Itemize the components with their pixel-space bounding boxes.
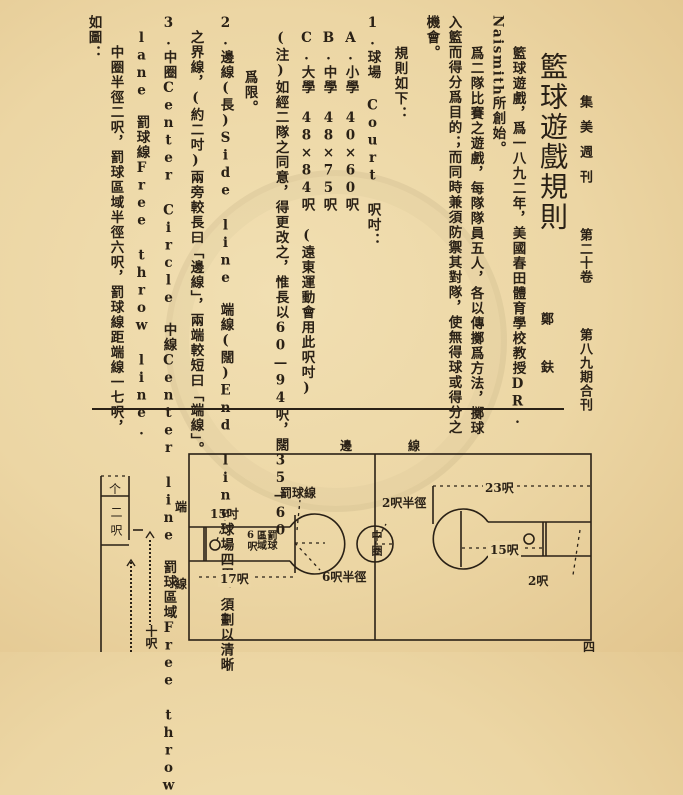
basket-size-label: 15吋 [210, 507, 239, 521]
center-circle-label: 中圈 [370, 530, 383, 560]
distance-15ft-label: 15呎 [488, 541, 521, 558]
rule-3-line-2: lane 罰球線Free throw line. [133, 30, 150, 440]
paragraph-1-line-3: 機會。 [423, 15, 440, 60]
article-title: 籃球遊戲規則 [536, 52, 569, 232]
rule-3-line-3: 中圈半徑二呎，罰球區域半徑六呎，罰球線距端線一七呎， [107, 45, 124, 435]
rule-1-note-line-2: 爲限。 [241, 70, 258, 115]
rule-1-title: 1.球場 Court 呎吋： [364, 15, 381, 248]
section-divider [92, 408, 564, 410]
intro-line-1: 籃球遊戲，爲一八九二年，美國春田體育學校教授DR. [509, 46, 526, 429]
scale-two-feet-label: 二呎 [109, 506, 123, 542]
side-line-label-char-2: 線 [408, 439, 421, 453]
side-line-label-char-1: 邊 [340, 439, 353, 453]
scale-top-marker: 个 [109, 482, 122, 496]
distance-23ft-label: 23呎 [483, 479, 516, 496]
paragraph-1-line-2: 入籃而得分爲目的；而同時兼須防禦其對隊，使無得球或得分之 [445, 15, 462, 435]
rule-1-a: A.小學 40×60呎 [342, 30, 359, 213]
end-line-label-char-2: 線 [175, 577, 188, 591]
distance-17ft-label: 17呎 [218, 570, 251, 587]
rule-1-note-line-1: (注)如經二隊之同意，得更改之，惟長以60—94呎，闊35—60 [272, 30, 289, 540]
intro-line-2: Naismith所創始。 [489, 15, 506, 157]
lane-label: 罰球區域 [254, 530, 277, 550]
library-watermark-stamp [165, 170, 507, 512]
rules-heading: 規則如下： [391, 46, 408, 121]
center-radius-2ft-label: 2呎半徑 [382, 496, 427, 510]
rule-2-line-1: 2.邊線(長)Side line 端線(闊)End line球場四周，須劃以清晰 [217, 15, 234, 673]
distance-2ft-label: 2呎 [528, 574, 549, 588]
article-author: 鄭 鈇 [538, 312, 553, 383]
scale-ten-feet-label: 十呎 [144, 625, 158, 649]
journal-name: 集美週刊 [577, 95, 592, 195]
rule-2-line-2: 之界線，(約二吋)兩旁較長曰「邊線」，兩端較短曰「端線」。 [187, 30, 204, 457]
end-line-label-char-1: 端 [175, 500, 188, 514]
free-throw-line-label: 罰球線 [280, 486, 317, 500]
issue-number: 第八九期合刊 [577, 328, 592, 412]
rule-3-line-1: 3.中圈Center Circle 中線Center line 罰球區域Free… [160, 15, 177, 795]
figure-reference: 如圖： [85, 15, 102, 60]
paragraph-1-line-1: 爲二隊比賽之遊戲，每隊隊員五人，各以傳擲爲方法，擲球 [467, 46, 484, 436]
key-radius-6ft-label: 6呎半徑 [322, 570, 367, 584]
page-number: 四 [583, 640, 596, 654]
lane-width-label: 6呎 [245, 530, 256, 551]
basketball-court-diagram [100, 453, 592, 652]
rule-1-b: B.中學 48×75呎 [320, 30, 337, 213]
volume-number: 第二十卷 [577, 228, 592, 284]
rule-1-c: C.大學 48×84呎 (遠東運動會用此呎吋) [298, 30, 315, 398]
